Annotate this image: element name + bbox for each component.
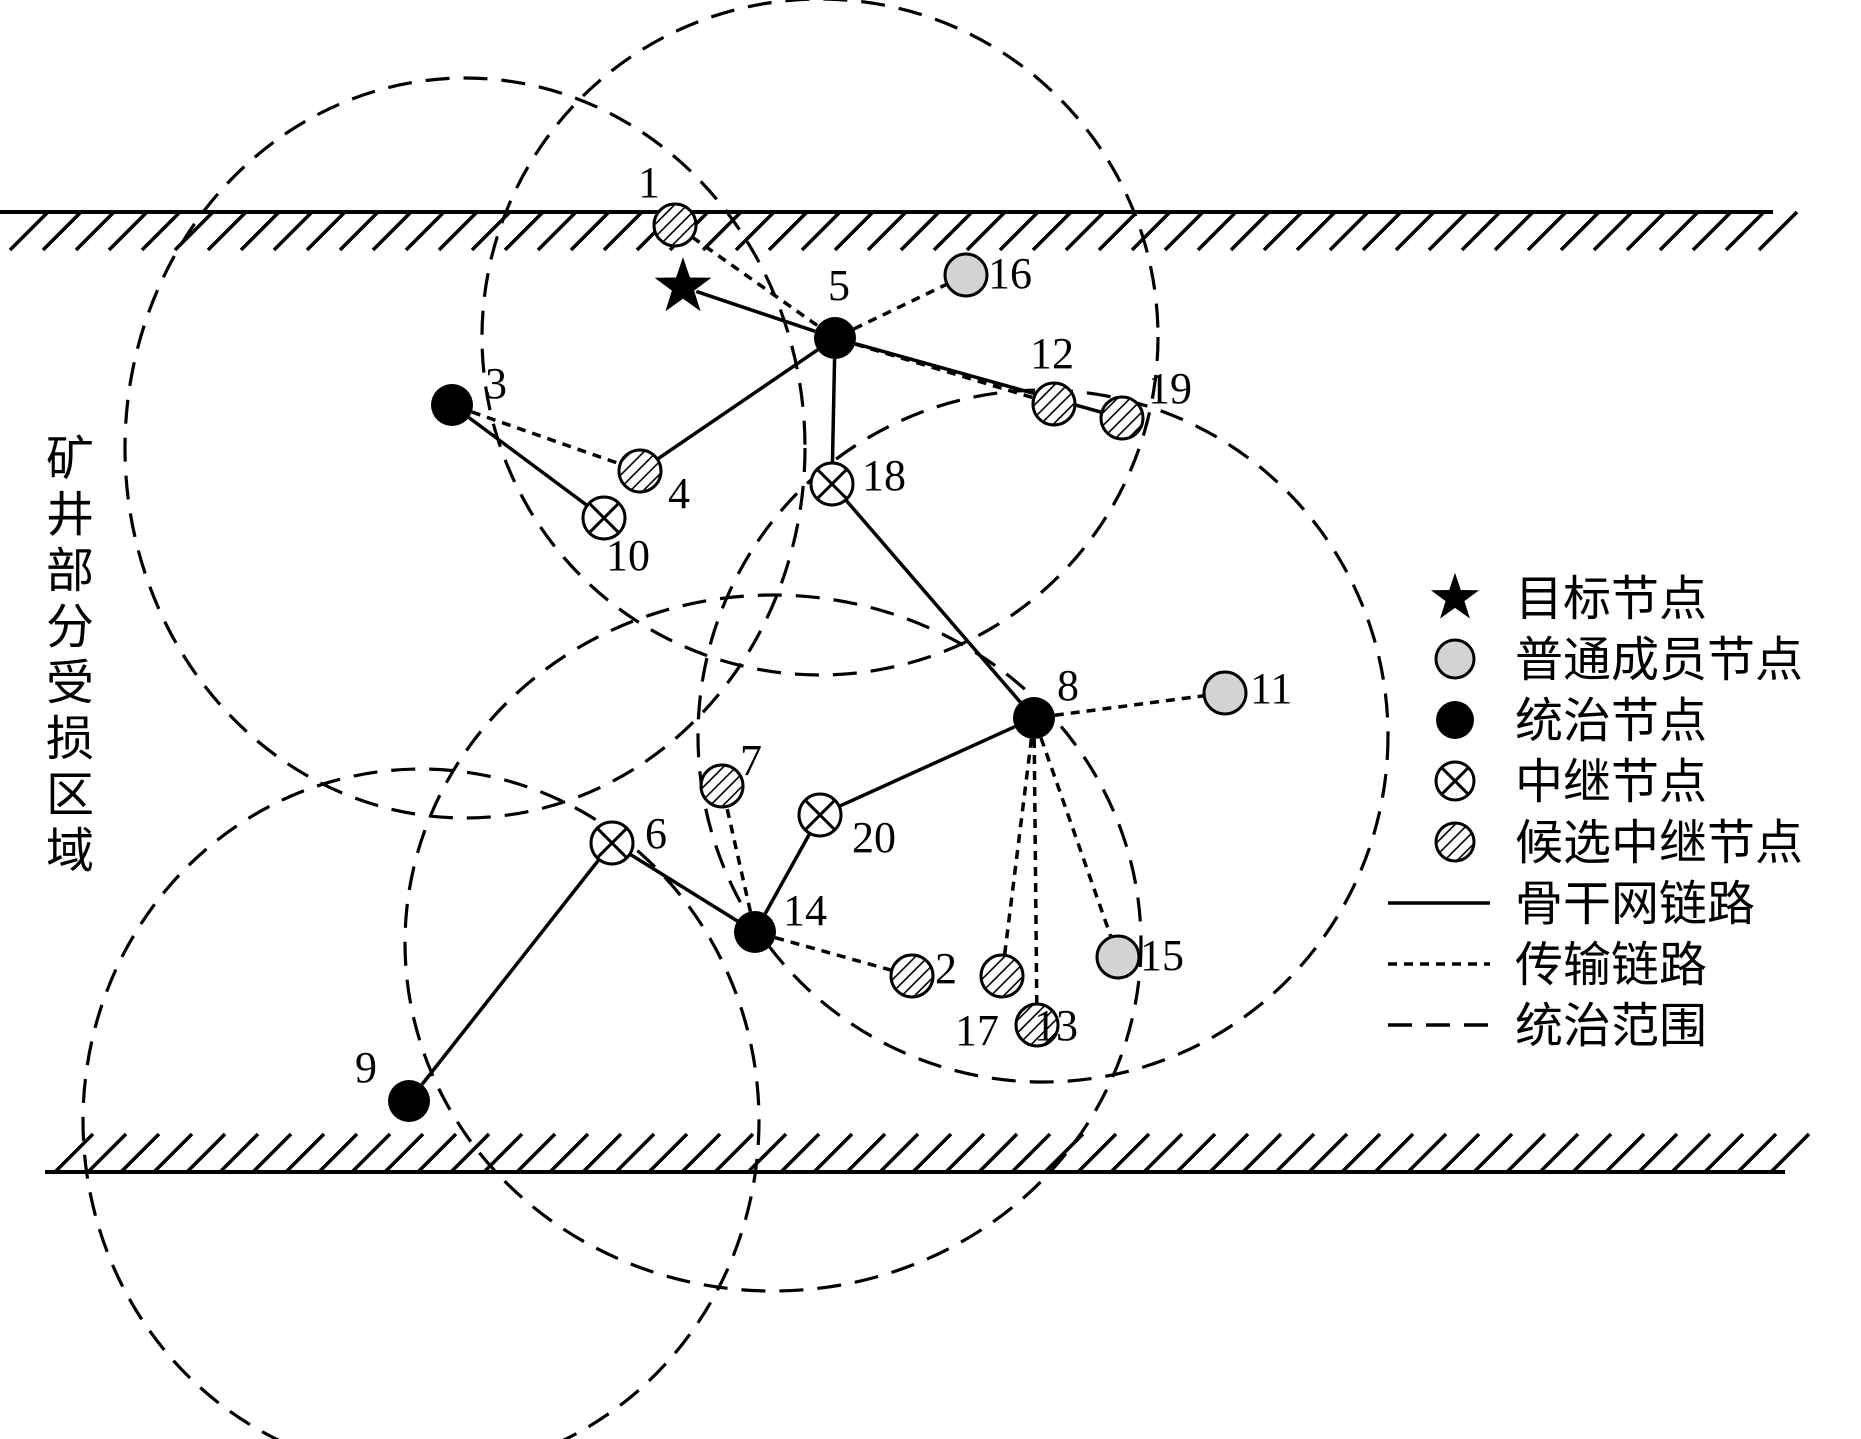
node-label-16: 16 [988,249,1032,298]
node-label-3: 3 [485,359,507,408]
node-15-member-icon [1095,934,1141,980]
node-1-candidate-icon [652,202,698,248]
range-circle-9 [81,767,761,1439]
nodes [388,202,1248,1122]
legend-label-relay: 中继节点 [1515,754,1707,810]
mine-walls [0,210,1811,1174]
node-label-11: 11 [1250,664,1292,713]
node-label-15: 15 [1140,931,1184,980]
range-circle-5 [480,0,1160,677]
legend-item-range: 统治范围 [1388,998,1707,1054]
legend-label-target: 目标节点 [1515,571,1707,627]
node-label-9: 9 [355,1043,377,1092]
transmission-link-1-5 [691,235,819,328]
node-16-member-icon [943,252,989,298]
node-label-20: 20 [852,813,896,862]
node-2-candidate-icon [889,953,935,999]
node-10-relay-icon [581,495,627,541]
legend-label-dominator: 统治节点 [1515,693,1707,749]
backbone-link-6-9 [420,858,601,1086]
legend-item-target: 目标节点 [1430,571,1707,627]
node-9-dominator-icon [388,1080,430,1122]
legend-member-icon [1434,638,1476,680]
legend-label-transmission: 传输链路 [1515,937,1707,993]
top-wall [0,210,1799,252]
backbone-link-14-6 [628,852,739,923]
legend-item-transmission: 传输链路 [1388,937,1707,993]
transmission-link-8-15 [1039,737,1113,938]
region-label: 矿井部分受损区域 [46,431,94,879]
legend-item-candidate: 候选中继节点 [1434,815,1803,871]
node-label-1: 1 [638,158,660,207]
node-3-dominator-icon [431,384,473,426]
bottom-wall [45,1132,1811,1174]
node-label-13: 13 [1034,1001,1078,1050]
range-circle-3 [123,76,807,820]
node-label-12: 12 [1030,329,1074,378]
backbone-link-5-4 [656,348,819,461]
legend-item-member: 普通成员节点 [1434,632,1803,688]
legend-item-backbone: 骨干网链路 [1388,876,1755,932]
transmission-link-8-17 [1002,738,1034,956]
links [420,235,1205,1086]
node-label-8: 8 [1057,661,1079,710]
node-20-relay-icon [797,792,843,838]
node-4-candidate-icon [617,448,663,494]
legend-label-candidate: 候选中继节点 [1515,815,1803,871]
node-19-candidate-icon [1099,395,1145,441]
legend-dominator-icon [1436,701,1474,739]
backbone-link-3-10 [467,416,589,507]
legend-item-dominator: 统治节点 [1436,693,1707,749]
transmission-link-14-2 [774,935,893,973]
legend-label-member: 普通成员节点 [1515,632,1803,688]
legend-target-icon [1430,572,1480,619]
dominating-ranges [81,0,1390,1439]
legend-label-backbone: 骨干网链路 [1515,876,1755,932]
backbone-link-5-18 [830,358,837,464]
range-circle-8 [696,388,1390,1084]
node-14-dominator-icon [734,911,776,953]
legend-candidate-icon [1434,821,1476,863]
legend-relay-icon [1434,760,1476,802]
node-label-18: 18 [862,451,906,500]
node-label-4: 4 [668,469,690,518]
transmission-link-3-4 [471,410,621,466]
node-label-14: 14 [783,886,827,935]
region-label-text: 矿井部分受损区域 [46,431,94,879]
transmission-link-14-7 [724,806,753,912]
backbone-link-18-8 [844,498,1022,704]
node-17-candidate-icon [979,953,1025,999]
node-7-candidate-icon [699,763,745,809]
transmission-link-5-16 [853,282,948,331]
node-18-relay-icon [809,461,855,507]
backbone-link-8-20 [838,725,1016,808]
node-label-17: 17 [955,1006,999,1055]
node-label-19: 19 [1148,364,1192,413]
range-circle-14 [403,593,1143,1293]
node-label-2: 2 [935,944,957,993]
legend-label-range: 统治范围 [1515,998,1707,1054]
transmission-link-8-13 [1032,738,1039,1005]
node-label-5: 5 [828,261,850,310]
backbone-link-target-5 [695,289,816,333]
node-label-7: 7 [740,736,762,785]
legend-item-relay: 中继节点 [1434,754,1707,810]
node-11-member-icon [1202,670,1248,716]
target-node-target-icon [654,257,712,312]
node-6-relay-icon [589,820,635,866]
node-label-6: 6 [645,809,667,858]
node-12-candidate-icon [1031,381,1077,427]
backbone-link-20-14 [763,832,812,915]
node-13-candidate-icon [1014,1002,1060,1048]
node-label-10: 10 [606,531,650,580]
node-8-dominator-icon [1013,697,1055,739]
node-5-dominator-icon [814,317,856,359]
